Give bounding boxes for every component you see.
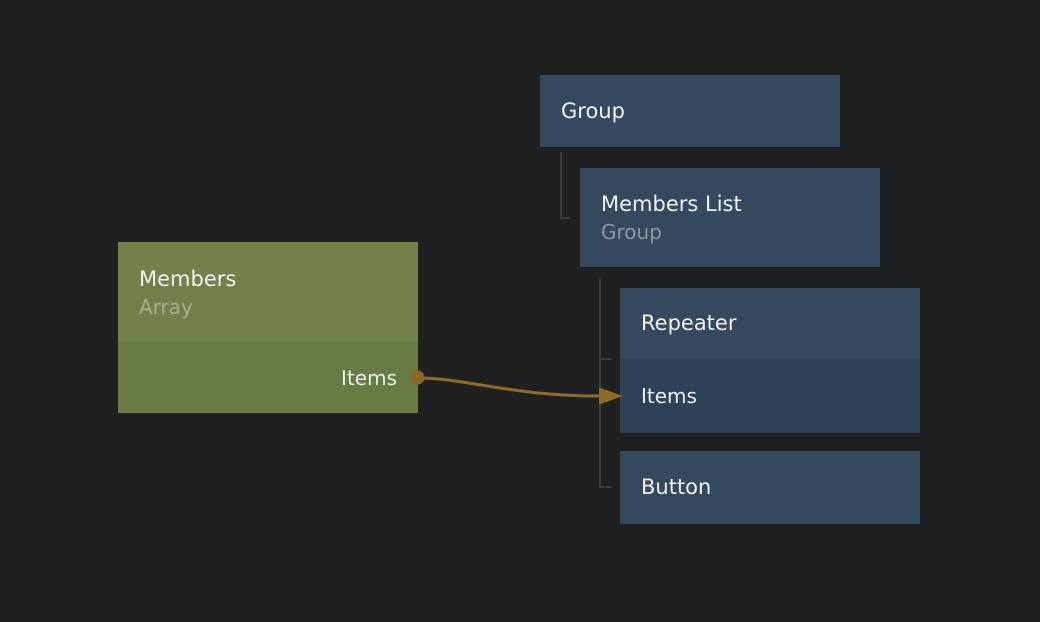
node-members-list[interactable]: Members List Group <box>580 168 880 267</box>
port-label: Items <box>641 384 697 408</box>
node-repeater-header: Repeater <box>620 288 920 359</box>
node-members-header: Members Array <box>118 242 418 342</box>
node-repeater[interactable]: Repeater Items <box>620 288 920 433</box>
node-title: Button <box>641 475 712 499</box>
node-title: Repeater <box>641 311 737 335</box>
repeater-items-input-port[interactable]: Items <box>620 359 920 433</box>
node-group[interactable]: Group <box>540 75 840 147</box>
node-members[interactable]: Members Array Items <box>118 242 418 413</box>
node-group-header: Group <box>540 75 840 147</box>
node-title: Members List <box>601 192 742 216</box>
node-members-list-header: Members List Group <box>580 168 880 267</box>
node-subtitle: Array <box>139 294 193 319</box>
tree-connector-group-to-members-list <box>560 152 570 219</box>
node-title: Group <box>561 98 625 123</box>
members-items-output-port[interactable]: Items <box>118 342 418 413</box>
node-button-header: Button <box>620 451 920 524</box>
port-label: Items <box>341 365 397 390</box>
node-button[interactable]: Button <box>620 451 920 524</box>
tree-connector-members-list-to-children <box>599 278 611 488</box>
node-subtitle: Group <box>601 220 662 244</box>
connection-wire[interactable] <box>423 376 600 398</box>
node-title: Members <box>139 266 237 291</box>
